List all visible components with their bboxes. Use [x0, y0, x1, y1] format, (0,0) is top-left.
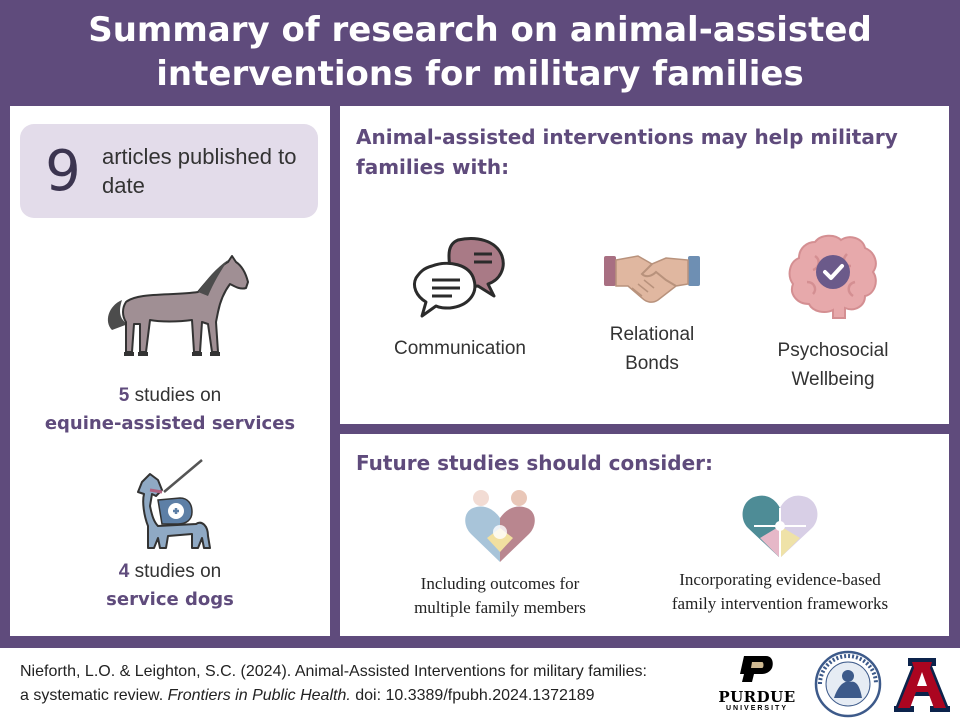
service-dog-topic: service dogs [106, 589, 234, 610]
citation: Nieforth, L.O. & Leighton, S.C. (2024). … [20, 663, 647, 704]
consider-multiple-family-members: Including outcomes for multiple family m… [380, 488, 620, 620]
footer: Nieforth, L.O. & Leighton, S.C. (2024). … [0, 648, 960, 720]
family-heart-icon [465, 490, 535, 562]
purdue-logo: PURDUE UNIVERSITY [712, 654, 802, 714]
service-dog-studies: 4 studies on service dogs [10, 558, 330, 614]
page-title: Summary of research on animal-assisted i… [88, 10, 872, 94]
puzzle-heart-icon [742, 495, 818, 558]
purdue-p-mark [740, 656, 773, 682]
equine-topic: equine-assisted services [44, 413, 296, 434]
brain-icon [788, 234, 877, 319]
chat-bubbles-icon [412, 237, 505, 318]
handshake-icon [604, 255, 700, 303]
consider-evidence-based-frameworks: Incorporating evidence-based family inte… [630, 492, 930, 616]
university-of-arizona-logo [894, 658, 950, 712]
service-dog-icon [137, 459, 211, 549]
human-animal-bond-seal [814, 650, 882, 718]
horse-icon [107, 255, 249, 356]
journal-name: Frontiers in Public Health. [167, 687, 351, 704]
benefit-communication: Communication [370, 234, 550, 363]
benefit-relational-bonds: Relational Bonds [562, 246, 742, 378]
articles-label: articles published to date [102, 144, 297, 198]
future-studies-panel: Future studies should consider: Includin… [340, 434, 949, 636]
studies-panel: 9 articles published to date 5 studies o… [10, 106, 330, 636]
articles-count-box: 9 articles published to date [20, 124, 318, 218]
articles-count: 9 [45, 138, 81, 204]
future-heading: Future studies should consider: [356, 451, 713, 475]
equine-studies: 5 studies on equine-assisted services [10, 382, 330, 438]
benefits-heading: Animal-assisted interventions may help m… [356, 125, 898, 179]
benefit-psychosocial-wellbeing: Psychosocial Wellbeing [740, 232, 926, 394]
benefits-panel: Animal-assisted interventions may help m… [340, 106, 949, 424]
